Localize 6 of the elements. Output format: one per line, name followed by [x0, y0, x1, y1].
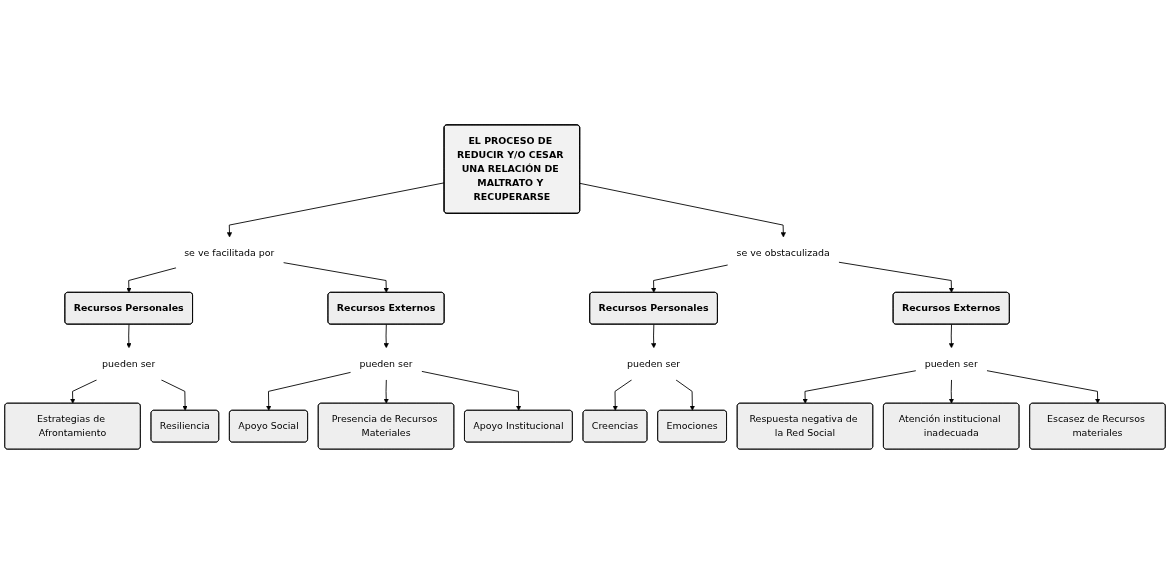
node-text: pueden ser [626, 357, 681, 369]
node-text: pueden ser [359, 357, 413, 369]
node-text: se ve obstaculizada [736, 246, 830, 259]
node-text: pueden ser [102, 357, 156, 369]
node-text: pueden ser [924, 357, 978, 369]
node-text: se ve facilitada por [184, 246, 275, 259]
